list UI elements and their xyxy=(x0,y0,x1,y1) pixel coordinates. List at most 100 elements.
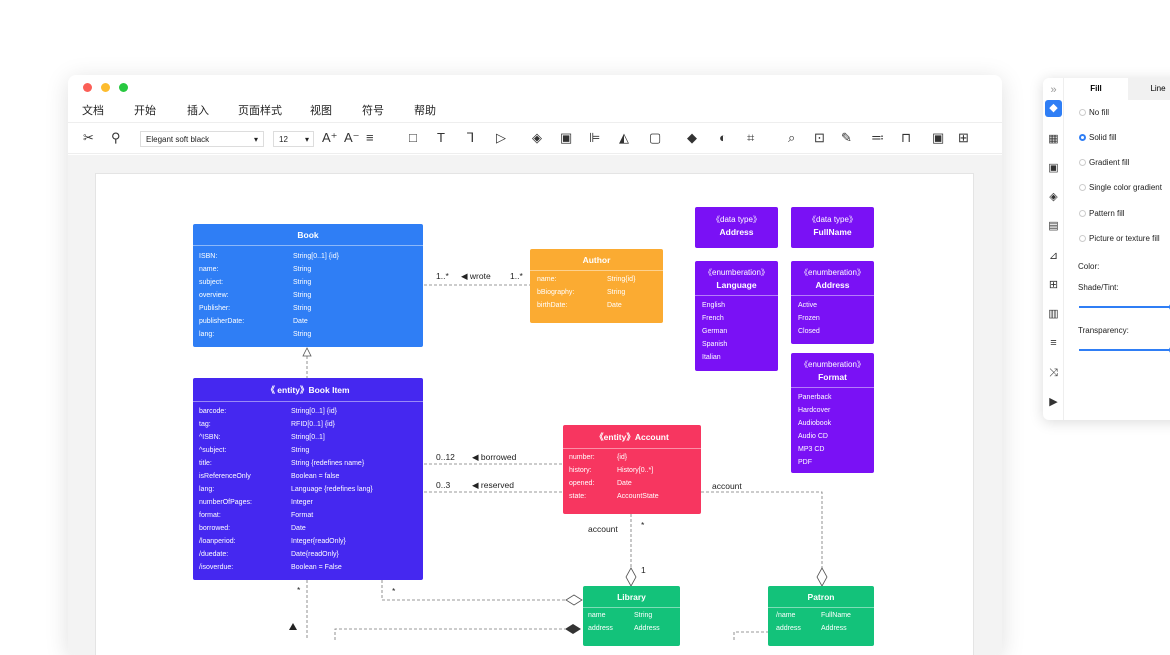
layers-icon[interactable]: ◈ xyxy=(1049,191,1058,203)
library-bookitem-connector[interactable] xyxy=(381,580,566,601)
group-icon[interactable]: ▣ xyxy=(560,130,573,145)
close-window-button[interactable] xyxy=(83,83,92,92)
increase-font-icon[interactable]: A⁺ xyxy=(322,130,338,145)
wrote-label: ◀ wrote xyxy=(461,271,491,281)
attribute-type: Date{readOnly} xyxy=(291,551,339,558)
zoom-window-button[interactable] xyxy=(119,83,128,92)
rectangle-icon[interactable]: □ xyxy=(409,130,417,145)
minimize-window-button[interactable] xyxy=(101,83,110,92)
attribute-type: String xyxy=(293,305,312,312)
align-icon[interactable]: ≡ xyxy=(366,130,374,145)
menu-item-symbol[interactable]: 符号 xyxy=(362,105,384,117)
author-title: Author xyxy=(530,249,663,271)
fill-icon[interactable]: ◆ xyxy=(1045,100,1062,117)
attribute-name: birthDate: xyxy=(537,302,568,309)
patron-lower-connector[interactable] xyxy=(733,631,768,640)
bookitem-class[interactable]: 《 entity》Book Item barcode:String[0..1] … xyxy=(193,378,423,580)
attribute-name: ISBN: xyxy=(199,253,218,260)
borrowed-label: ◀ borrowed xyxy=(472,452,517,462)
page-icon[interactable]: ▤ xyxy=(1048,220,1059,232)
cut-icon[interactable]: ✂ xyxy=(83,130,94,145)
datatype-fullname[interactable]: 《data type》FullName xyxy=(791,207,874,248)
flip-icon[interactable]: ◭ xyxy=(619,130,629,145)
patron-account-connector[interactable] xyxy=(701,491,823,570)
attribute-row: ISBN:String[0..1] {id} xyxy=(193,250,423,263)
enum-literal: Audiobook xyxy=(798,420,832,427)
picture-fill-radio[interactable] xyxy=(1079,235,1086,242)
pattern-fill-radio[interactable] xyxy=(1079,210,1086,217)
connector-icon[interactable]: ⅂ xyxy=(467,130,475,145)
find-replace-icon[interactable]: ⊡ xyxy=(814,130,825,145)
enum-address-title: Address xyxy=(815,280,850,290)
menu-item-document[interactable]: 文档 xyxy=(82,105,104,117)
attribute-type: Address xyxy=(634,625,660,632)
collapse-icon[interactable]: » xyxy=(1050,84,1057,96)
account-class[interactable]: 《entity》Account number:{id}history:Histo… xyxy=(563,425,701,514)
shape-fill-icon[interactable]: ◐ xyxy=(719,130,727,145)
tab-line[interactable]: Line xyxy=(1128,78,1170,100)
menu-item-page-style[interactable]: 页面样式 xyxy=(238,105,282,117)
attribute-name: address xyxy=(776,625,801,632)
crop-icon[interactable]: ⌗ xyxy=(747,130,755,145)
solid-fill-radio[interactable] xyxy=(1079,134,1086,141)
shuffle-icon[interactable]: ⤨ xyxy=(1049,367,1058,379)
more-icon[interactable]: ⊞ xyxy=(958,130,969,145)
single-color-gradient-radio[interactable] xyxy=(1079,184,1086,191)
datatype-address[interactable]: 《data type》Address xyxy=(695,207,778,248)
enum-literal: Italian xyxy=(702,354,721,361)
layers-icon[interactable]: ◈ xyxy=(532,130,542,145)
font-family-select[interactable]: Elegant soft black▾ xyxy=(140,131,264,147)
pen-color-icon[interactable]: ✎ xyxy=(841,130,852,145)
frame-icon[interactable]: ▢ xyxy=(649,130,662,145)
image-icon[interactable]: ▣ xyxy=(1048,162,1059,174)
fill-color-icon[interactable]: ◆ xyxy=(687,130,697,145)
no-fill-radio[interactable] xyxy=(1079,109,1086,116)
stereotype-label: 《enumberation》 xyxy=(704,268,769,277)
stereotype-label: 《data type》 xyxy=(712,215,761,224)
menu-item-start[interactable]: 开始 xyxy=(134,105,156,117)
outline-icon[interactable]: ▥ xyxy=(1048,308,1059,320)
grid-icon[interactable]: ▦ xyxy=(1048,133,1059,145)
transparency-slider[interactable] xyxy=(1079,346,1170,354)
table-icon[interactable]: ⊞ xyxy=(1048,279,1059,291)
single-color-gradient-label: Single color gradient xyxy=(1089,183,1162,192)
bookitem-down-multiplicity: * xyxy=(297,585,301,595)
font-size-select[interactable]: 12▾ xyxy=(273,131,314,147)
shade-tint-slider[interactable] xyxy=(1079,303,1170,311)
aggregation-diamond-icon xyxy=(625,567,637,587)
line-style-icon[interactable]: ≕ xyxy=(871,130,884,145)
format-painter-icon[interactable]: ⚲ xyxy=(111,130,121,145)
align-icon[interactable]: ≡ xyxy=(1050,337,1057,349)
library-lower-connector[interactable] xyxy=(334,628,565,640)
attribute-name: title: xyxy=(199,460,212,467)
attribute-type: String{id} xyxy=(607,276,636,283)
gradient-fill-radio[interactable] xyxy=(1079,159,1086,166)
triangle-marker-icon xyxy=(289,623,297,630)
attribute-name: isReferenceOnly xyxy=(199,473,251,480)
select-icon[interactable]: ▣ xyxy=(932,130,945,145)
lock-icon[interactable]: ⊓ xyxy=(901,130,912,145)
presentation-icon[interactable]: ▶ xyxy=(1049,396,1058,408)
menu-item-insert[interactable]: 插入 xyxy=(187,105,209,117)
text-icon[interactable]: T xyxy=(437,130,445,145)
attribute-type: FullName xyxy=(821,612,851,619)
font-size-value: 12 xyxy=(279,135,288,144)
decrease-font-icon[interactable]: A⁻ xyxy=(344,130,360,145)
chart-icon[interactable]: ⊿ xyxy=(1048,250,1059,262)
attribute-type: String xyxy=(607,289,626,296)
menu-item-view[interactable]: 视图 xyxy=(310,105,332,117)
pointer-icon[interactable]: ▷ xyxy=(496,130,506,145)
enum-literal: English xyxy=(702,302,725,309)
search-icon[interactable]: ⌕ xyxy=(788,130,796,145)
align-left-icon[interactable]: ⊫ xyxy=(589,130,601,145)
tab-fill[interactable]: Fill xyxy=(1090,84,1102,93)
menu-item-help[interactable]: 帮助 xyxy=(414,105,436,117)
